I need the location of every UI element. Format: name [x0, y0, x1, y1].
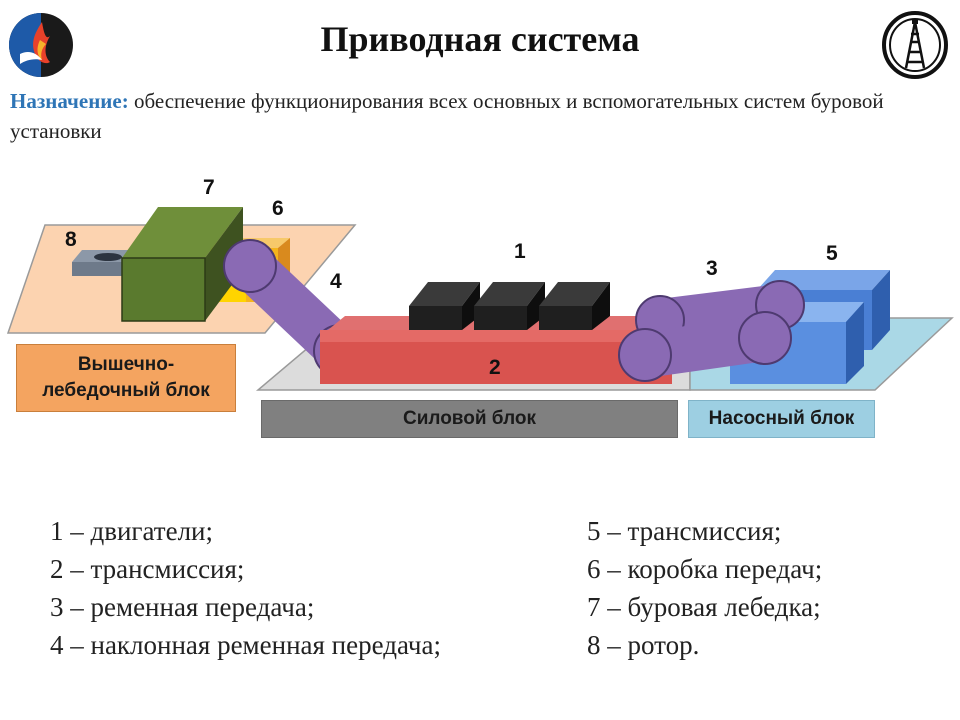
legend-item: 4 – наклонная ременная передача; [50, 630, 441, 660]
engines [409, 282, 610, 330]
label-8: 8 [65, 228, 77, 251]
flame-logo-icon [9, 13, 73, 77]
legend-right: 5 – трансмиссия; 6 – коробка передач; 7 … [587, 512, 822, 664]
legend-item: 2 – трансмиссия; [50, 554, 245, 584]
legend-item: 1 – двигатели; [50, 516, 214, 546]
purpose-key: Назначение: [10, 89, 129, 113]
label-7: 7 [203, 176, 215, 199]
legend-item: 7 – буровая лебедка; [587, 592, 821, 622]
label-5: 5 [826, 242, 838, 265]
power-block-label: Силовой блок [261, 400, 678, 438]
legend-item: 6 – коробка передач; [587, 554, 823, 584]
legend-item: 3 – ременная передача; [50, 592, 315, 622]
label-4: 4 [330, 270, 342, 293]
purpose-description: обеспечение функционирования всех основн… [10, 89, 884, 143]
drawworks-block-label: Вышечно- лебедочный блок [16, 344, 236, 412]
pump-block-label: Насосный блок [688, 400, 875, 438]
rotor-front [72, 262, 130, 276]
derrick-logo-icon [882, 11, 948, 79]
page-title: Приводная система [320, 19, 640, 59]
label-2: 2 [489, 356, 501, 379]
purpose-text: Назначение: обеспечение функционирования… [10, 86, 950, 146]
legend-item: 8 – ротор. [587, 630, 700, 660]
label-3: 3 [706, 257, 718, 280]
label-1: 1 [514, 240, 526, 263]
winch [121, 257, 206, 322]
label-6: 6 [272, 197, 284, 220]
legend-item: 5 – трансмиссия; [587, 516, 782, 546]
legend-left: 1 – двигатели; 2 – трансмиссия; 3 – реме… [50, 512, 441, 664]
